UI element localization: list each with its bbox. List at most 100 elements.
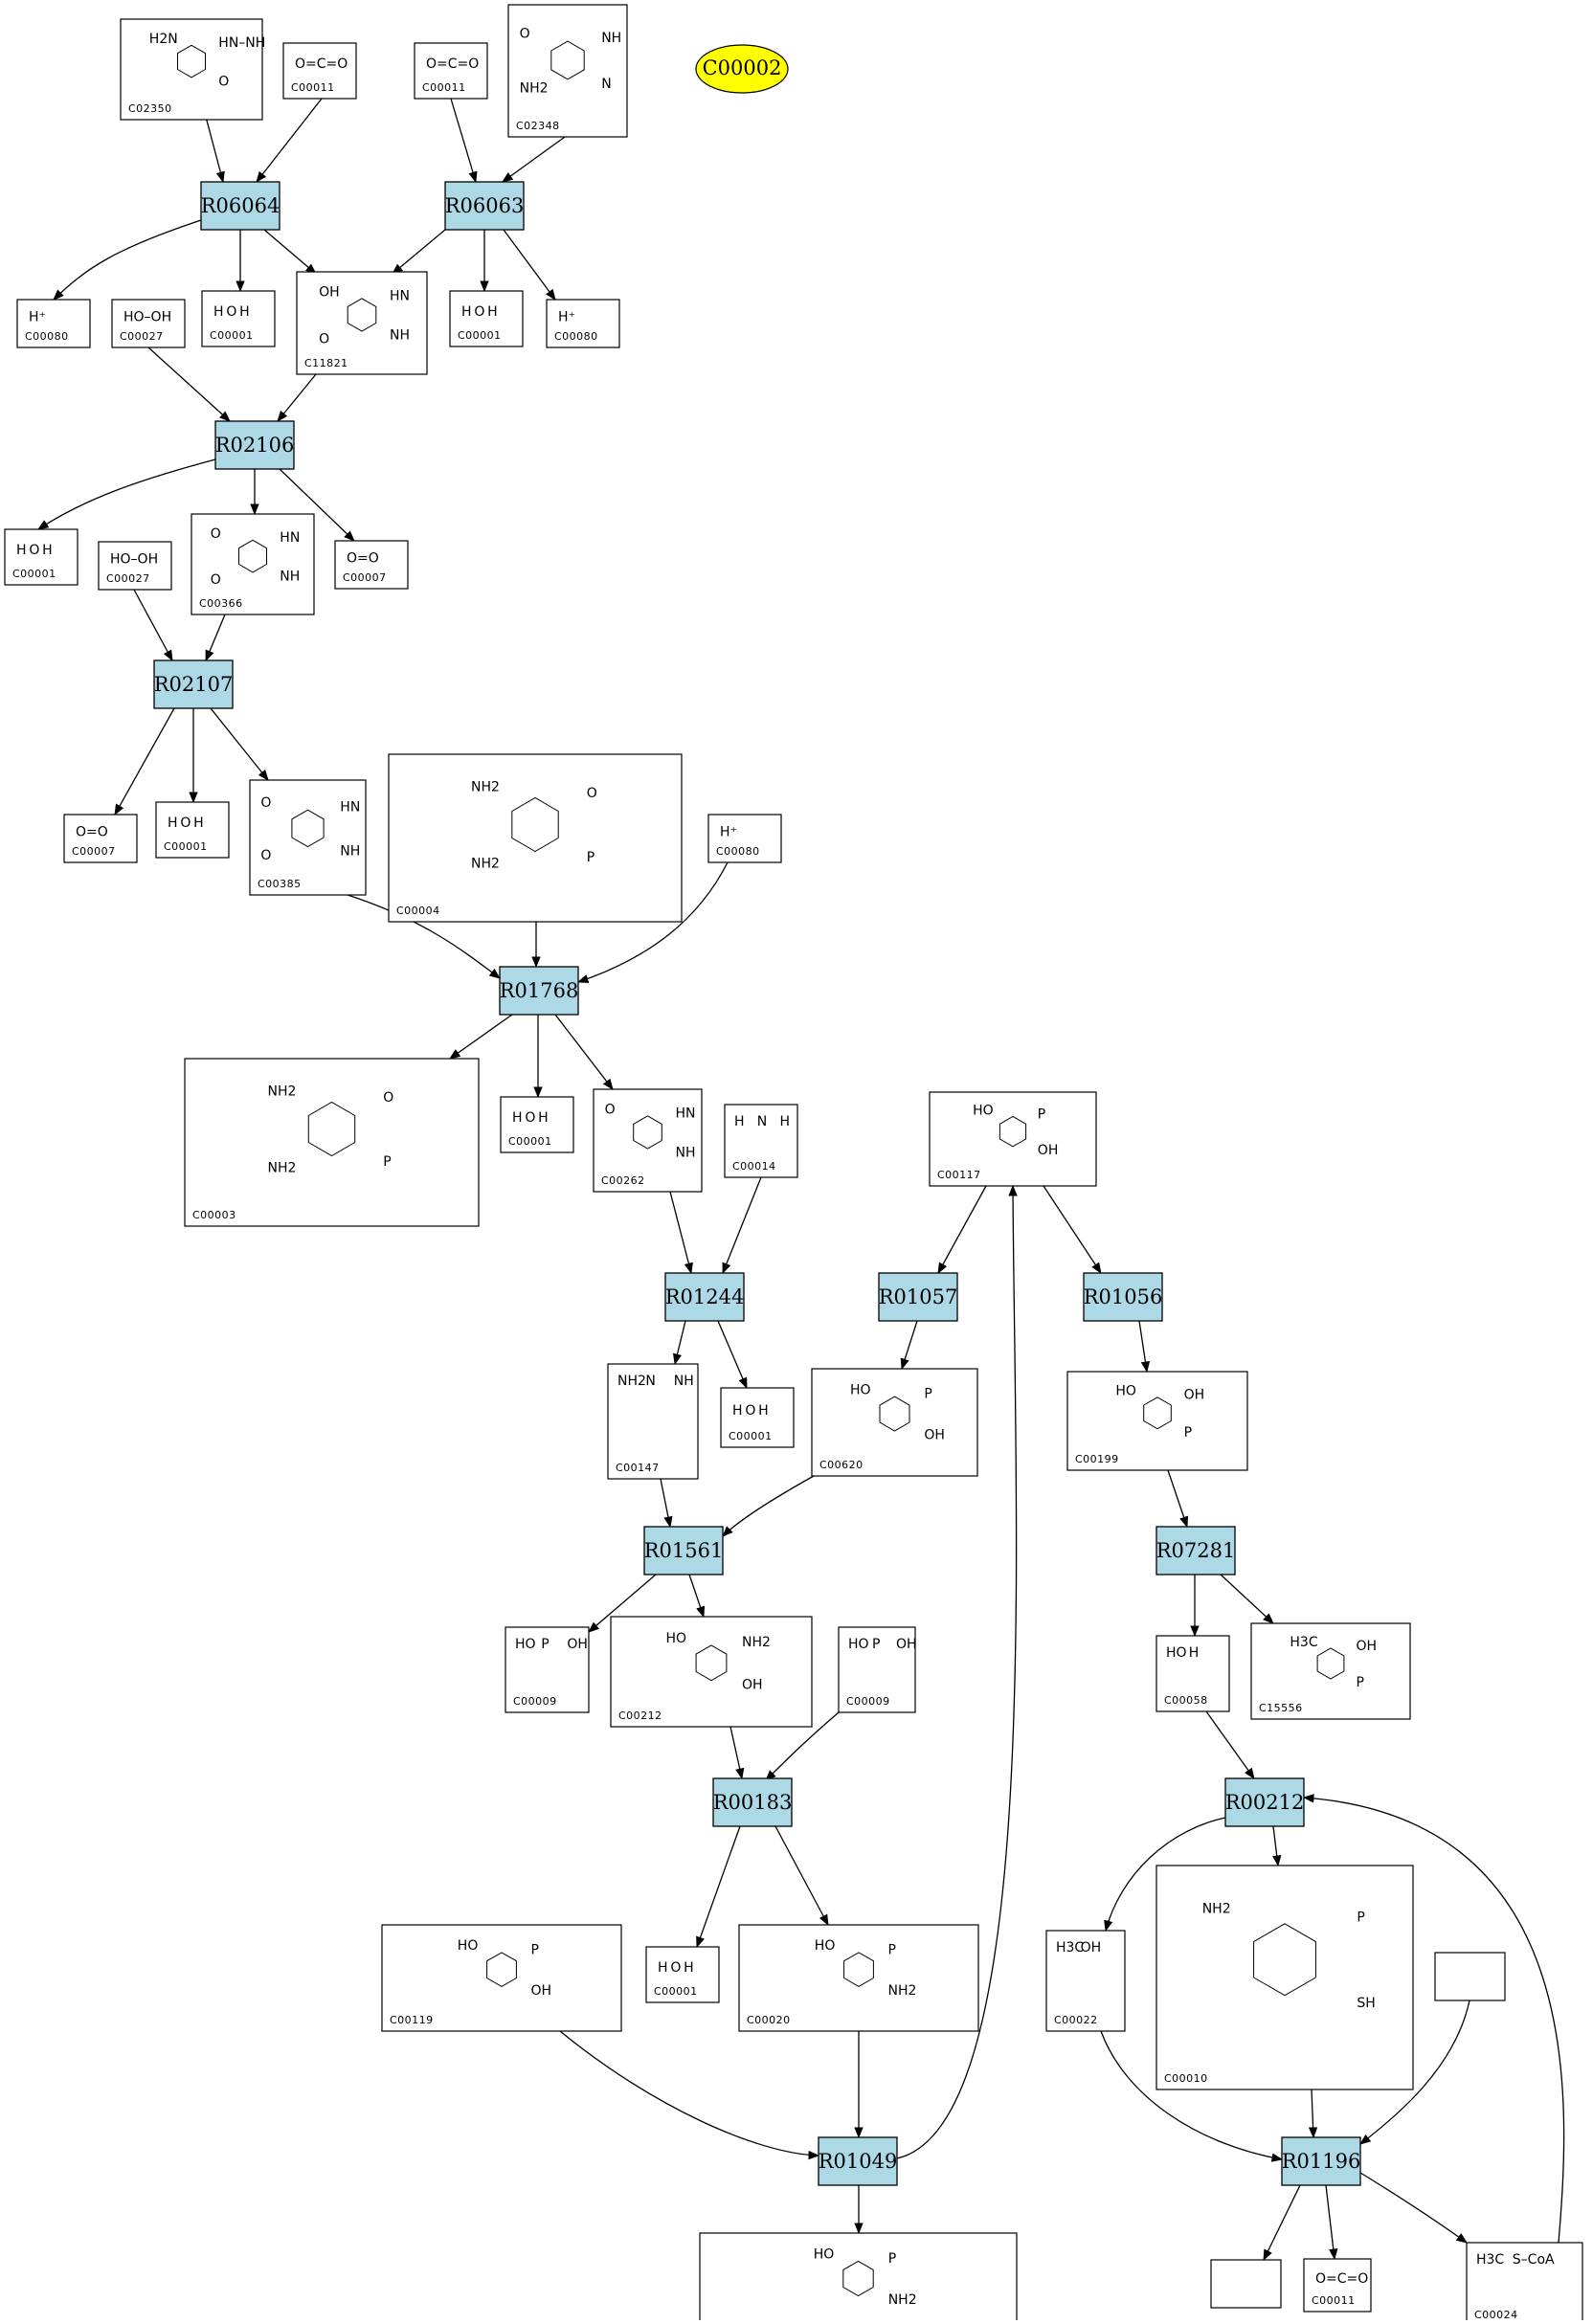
reaction-label: R00183	[713, 1791, 793, 1814]
compound-code: C00001	[508, 1135, 552, 1148]
reaction-node-r07281[interactable]: R07281	[1155, 1526, 1236, 1575]
reaction-edge	[1325, 2184, 1338, 2261]
compound-code: C00058	[1164, 1694, 1208, 1707]
compound-node-c00080[interactable]: H⁺C00080	[546, 299, 620, 348]
reaction-edge	[347, 894, 501, 979]
compound-code: C00119	[390, 2014, 434, 2026]
compound-node-unlabeled[interactable]	[1434, 1952, 1506, 2001]
structure-ring	[879, 1396, 910, 1432]
reaction-node-r06063[interactable]: R06063	[444, 181, 525, 231]
structure-atom-label: HO	[973, 1104, 994, 1119]
reaction-edge	[450, 98, 478, 184]
reaction-node-r01049[interactable]: R01049	[818, 2136, 898, 2186]
highlight-label: C00002	[703, 56, 782, 79]
reaction-edge	[53, 219, 202, 301]
structure-atom-label: O	[383, 1090, 393, 1106]
compound-code: C00080	[25, 330, 69, 343]
structure-atom-label: HO	[850, 1382, 871, 1397]
reaction-box	[1083, 1272, 1163, 1322]
compound-node-c00080[interactable]: H⁺C00080	[16, 299, 91, 348]
compound-code: C00027	[106, 572, 150, 585]
reaction-box	[1155, 1526, 1236, 1575]
structure-ring	[177, 44, 206, 78]
structure-ring	[550, 40, 585, 80]
compound-node-c00080[interactable]: H⁺C00080	[707, 814, 782, 863]
structure-atom-label: NH	[390, 328, 410, 344]
reaction-node-r01561[interactable]: R01561	[643, 1526, 724, 1575]
structure-atom-label: H3C	[1476, 2252, 1504, 2268]
reaction-box	[878, 1272, 958, 1322]
structure-atom-label: NH	[601, 31, 621, 46]
reaction-edge	[37, 458, 216, 530]
structure-atom-label: NH2	[888, 1983, 917, 1999]
reaction-node-r02106[interactable]: R02106	[214, 420, 295, 470]
structure-atom-label: O=C=O	[426, 56, 479, 72]
reaction-node-r00183[interactable]: R00183	[712, 1777, 793, 1827]
structure-ring	[238, 539, 267, 573]
structure-atom-label: NH	[280, 569, 300, 584]
structure-atom-label: P	[587, 850, 595, 865]
structure-atom-label: NH2	[1202, 1902, 1231, 1917]
structure-atom-label: HN	[340, 799, 360, 815]
compound-node-c00002[interactable]: HOPNH2C00002	[699, 2232, 1018, 2324]
reaction-node-r01056[interactable]: R01056	[1083, 1272, 1163, 1322]
reaction-node-r01196[interactable]: R01196	[1281, 2136, 1361, 2186]
compound-node-unlabeled[interactable]	[1210, 2259, 1282, 2309]
compound-box	[155, 801, 230, 859]
structure-atom-label: O=C=O	[295, 56, 348, 72]
structure-atom-label: SH	[1357, 1996, 1375, 2011]
reaction-box	[712, 1777, 793, 1827]
reaction-node-r06064[interactable]: R06064	[200, 181, 280, 231]
compound-box	[1303, 2258, 1372, 2313]
reaction-node-r01768[interactable]: R01768	[499, 966, 579, 1016]
reaction-node-r02107[interactable]: R02107	[153, 659, 234, 709]
highlight-compound[interactable]: C00002	[695, 44, 789, 94]
compound-box	[201, 290, 276, 347]
structure-atom-label: N	[757, 1114, 767, 1129]
compound-box	[1434, 1952, 1506, 2001]
reaction-node-r00212[interactable]: R00212	[1224, 1777, 1305, 1827]
reaction-node-r01244[interactable]: R01244	[664, 1272, 745, 1322]
reaction-node-r01057[interactable]: R01057	[878, 1272, 958, 1322]
structure-ring	[843, 1952, 874, 1987]
reaction-label: R02107	[154, 673, 234, 696]
reaction-label: R01196	[1282, 2150, 1361, 2173]
